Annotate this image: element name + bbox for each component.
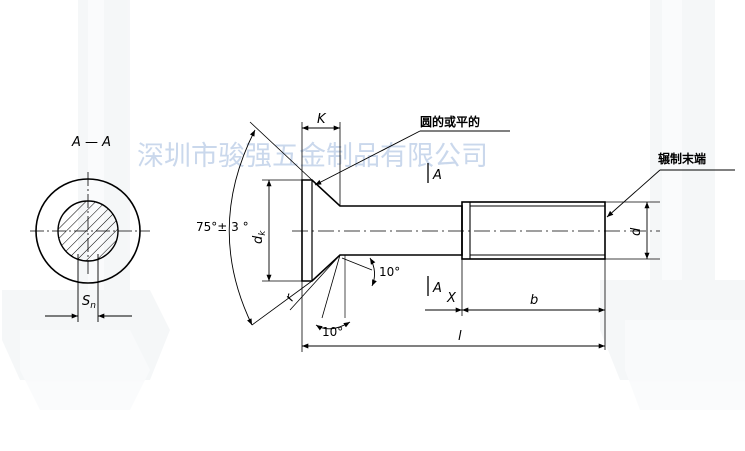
bolt-side-view bbox=[292, 179, 660, 282]
label-K: K bbox=[317, 112, 327, 127]
angle-lower-label: 10° bbox=[322, 325, 343, 339]
label-dk: dk bbox=[251, 230, 268, 244]
section-view: A — A Sn bbox=[30, 135, 150, 322]
thread-outline bbox=[461, 201, 606, 260]
underhead-detail: 10° 10° r bbox=[282, 254, 400, 339]
flat-width-label: Sn bbox=[82, 294, 96, 311]
label-b: b bbox=[530, 293, 538, 308]
thread-end-note: 辗制末端 bbox=[658, 151, 706, 166]
watermark-text: 深圳市骏强五金制品有限公司 bbox=[137, 141, 488, 172]
label-d: d bbox=[629, 227, 644, 236]
label-l: l bbox=[458, 329, 462, 344]
dim-b: b bbox=[425, 259, 606, 350]
label-A-lower: A bbox=[432, 281, 442, 296]
background-bolt-photo-right bbox=[600, 0, 745, 410]
callout-head-top: 圆的或平的 bbox=[314, 114, 510, 186]
head-angle-label: 75°± 3 ° bbox=[196, 220, 249, 234]
dim-d: d bbox=[605, 201, 660, 260]
angle-upper-label: 10° bbox=[379, 265, 400, 279]
section-marker-upper: A bbox=[427, 163, 442, 183]
label-A-upper: A bbox=[432, 168, 442, 183]
callout-thread-end: 辗制末端 bbox=[606, 151, 735, 218]
head-top-note: 圆的或平的 bbox=[420, 114, 480, 129]
label-X: X bbox=[446, 291, 457, 306]
section-marker-lower: A X bbox=[427, 276, 457, 306]
dim-dk: dk bbox=[251, 179, 302, 282]
section-title: A — A bbox=[71, 135, 111, 150]
dim-l: l bbox=[301, 281, 605, 352]
